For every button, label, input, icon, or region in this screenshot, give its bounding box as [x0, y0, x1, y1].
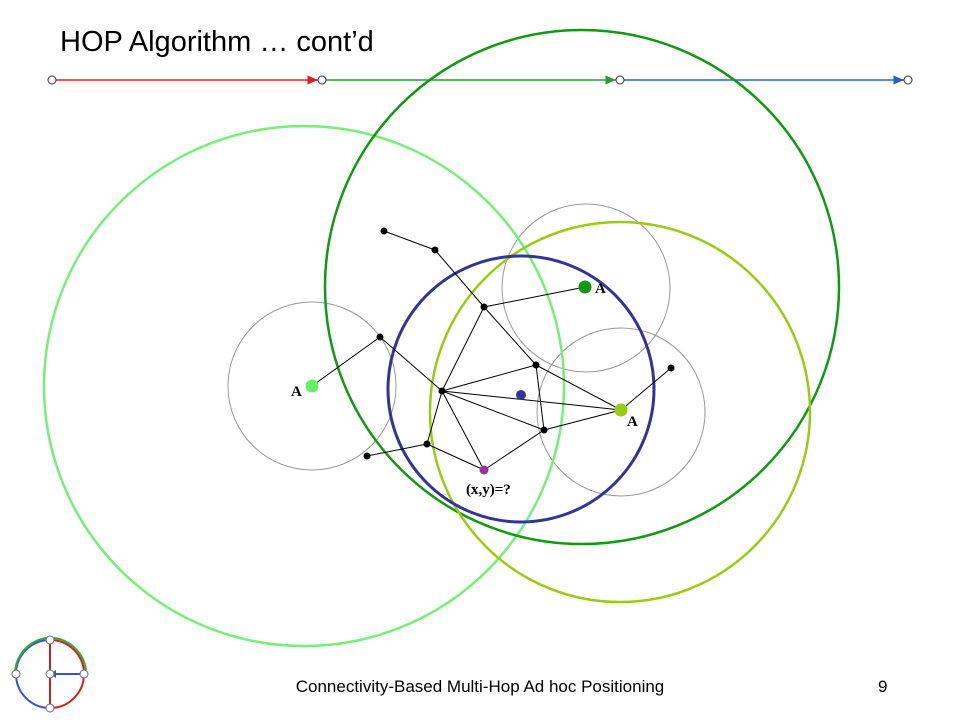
dark-green-distance-circle	[323, 28, 841, 546]
anchor-node-light-green	[305, 379, 319, 393]
hop-distance-circles	[42, 28, 841, 648]
network-nodes	[363, 227, 675, 460]
edge	[483, 429, 545, 471]
unknown-node	[479, 465, 489, 475]
progress-node	[615, 75, 625, 85]
edge	[383, 230, 436, 251]
slide-title: HOP Algorithm … cont’d	[60, 26, 374, 58]
unknown-position-label: (x,y)=?	[466, 482, 511, 498]
estimated-position-node	[516, 390, 526, 400]
edge	[379, 336, 443, 392]
node	[376, 333, 384, 341]
progress-node	[903, 75, 913, 85]
edge	[426, 390, 443, 445]
anchor-label: A	[627, 414, 638, 430]
node	[438, 387, 446, 395]
progress-arrows	[47, 75, 913, 85]
edge	[483, 286, 586, 308]
network-logo	[11, 635, 89, 713]
node	[667, 364, 675, 372]
footer-text: Connectivity-Based Multi-Hop Ad hoc Posi…	[295, 677, 665, 696]
node	[431, 246, 439, 254]
edge	[366, 443, 428, 457]
edge	[543, 409, 622, 431]
node	[423, 440, 431, 448]
edge	[441, 390, 485, 471]
edge	[535, 364, 622, 411]
anchor-label: A	[595, 281, 606, 297]
anchor-nodes	[305, 280, 628, 475]
progress-node	[47, 75, 57, 85]
node	[363, 452, 371, 460]
edge	[441, 390, 622, 411]
anchor-node-yellow-green	[614, 403, 628, 417]
radio-range-circle	[536, 327, 706, 497]
light-green-distance-circle	[42, 124, 566, 648]
edge	[535, 364, 545, 431]
edge	[441, 390, 545, 431]
radio-range-circle	[501, 203, 671, 373]
edge	[441, 364, 537, 392]
edge	[311, 336, 381, 387]
estimate-circle	[386, 254, 656, 524]
diagram-labels: A A A (x,y)=?	[291, 281, 638, 498]
network-edges	[311, 230, 672, 471]
node	[532, 361, 540, 369]
yellow-green-distance-circle	[428, 220, 812, 604]
anchor-node-dark-green	[578, 280, 592, 294]
node	[540, 426, 548, 434]
edge	[426, 443, 485, 471]
page-number: 9	[878, 677, 888, 696]
anchor-label: A	[291, 384, 302, 400]
progress-node	[317, 75, 327, 85]
edge	[441, 306, 485, 392]
edge	[434, 249, 485, 308]
node	[480, 303, 488, 311]
edge	[483, 306, 537, 366]
edge	[620, 367, 672, 411]
node	[380, 227, 388, 235]
radio-range-circle	[227, 301, 397, 471]
radio-range-circles	[227, 203, 706, 497]
